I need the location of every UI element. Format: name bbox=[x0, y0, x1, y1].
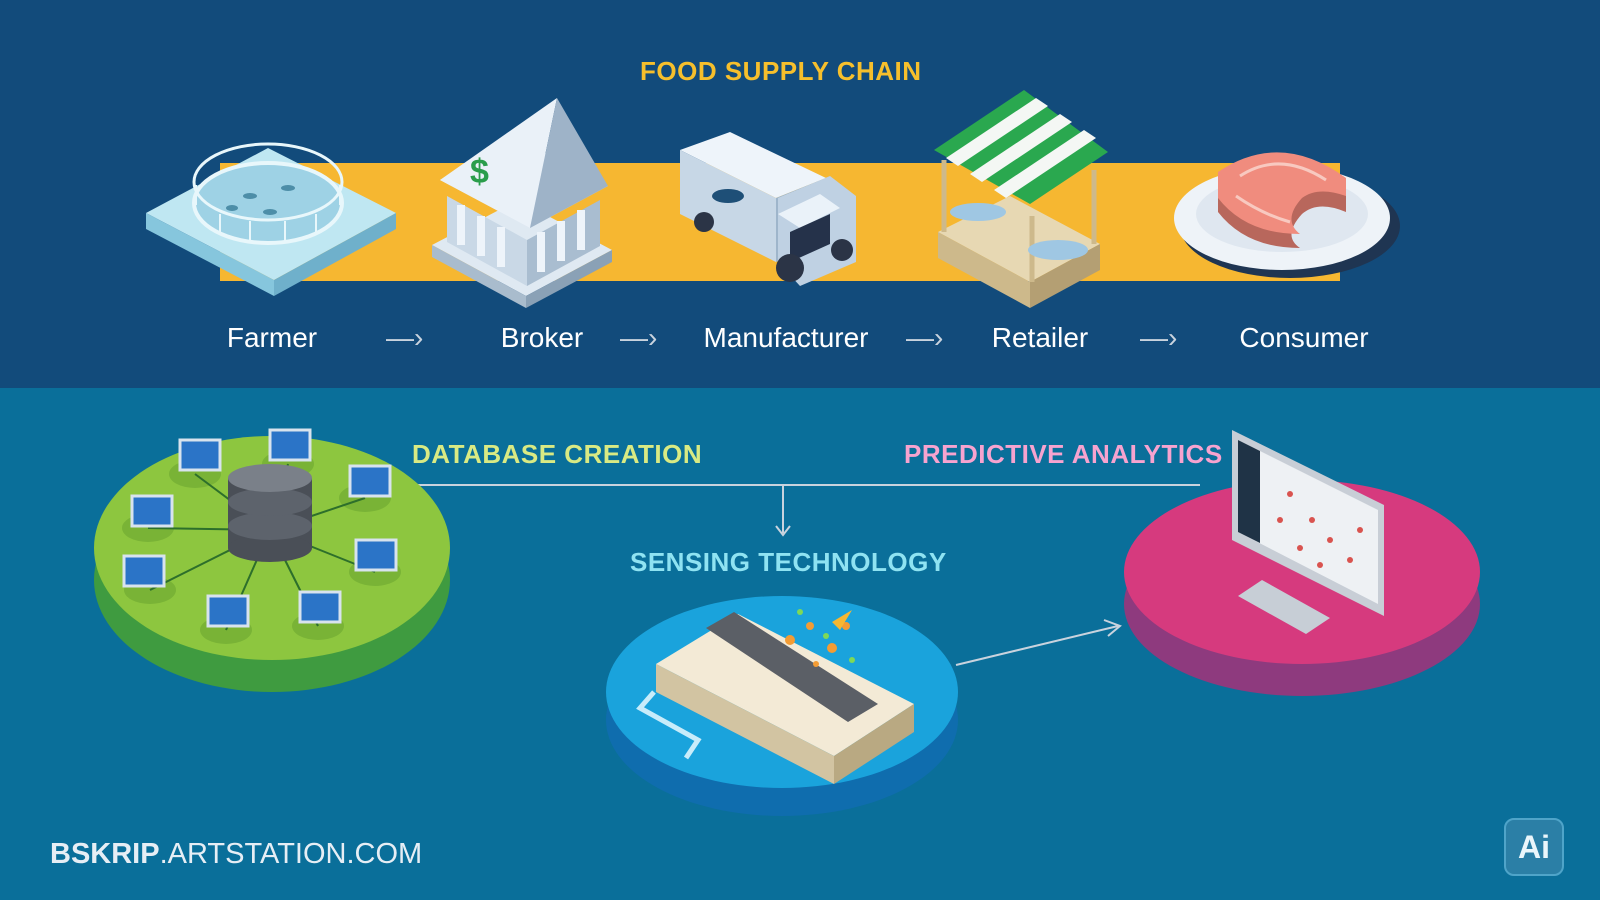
stage-label-manufacturer: Manufacturer bbox=[703, 322, 869, 353]
sensing-technology-title: SENSING TECHNOLOGY bbox=[630, 547, 947, 577]
stage-label-consumer: Consumer bbox=[1239, 322, 1369, 353]
dollar-sign-icon: $ bbox=[470, 153, 489, 191]
connector-lines bbox=[415, 484, 1200, 666]
salmon-steak-icon bbox=[1174, 152, 1400, 278]
sensor-flow-arrow bbox=[636, 690, 702, 760]
bank-icon: $ bbox=[432, 98, 612, 308]
illustrator-badge-icon: Ai bbox=[1504, 818, 1564, 876]
supply-chain-title: FOOD SUPPLY CHAIN bbox=[640, 56, 922, 86]
market-stall-icon bbox=[934, 90, 1108, 308]
artist-credit-bold: BSKRIP bbox=[50, 838, 160, 870]
stage-label-broker: Broker bbox=[500, 322, 584, 353]
flow-arrow: —› bbox=[620, 322, 658, 353]
database-creation-title: DATABASE CREATION bbox=[412, 439, 703, 469]
flow-arrow: —› bbox=[906, 322, 944, 353]
artist-credit-domain: .ARTSTATION.COM bbox=[159, 838, 423, 870]
predictive-analytics-title: PREDICTIVE ANALYTICS bbox=[904, 439, 1223, 469]
fish-farm-icon bbox=[146, 142, 396, 296]
flow-arrow: —› bbox=[386, 322, 424, 353]
stage-label-retailer: Retailer bbox=[991, 322, 1089, 353]
database-server-icon bbox=[94, 428, 450, 692]
nanotube-sensor-icon bbox=[606, 596, 958, 816]
stage-label-farmer: Farmer bbox=[226, 322, 318, 353]
artist-credit: BSKRIP.ARTSTATION.COM bbox=[50, 838, 422, 871]
delivery-truck-icon bbox=[680, 132, 856, 286]
flow-arrow: —› bbox=[1140, 322, 1178, 353]
analytics-monitor-icon bbox=[1124, 430, 1480, 696]
